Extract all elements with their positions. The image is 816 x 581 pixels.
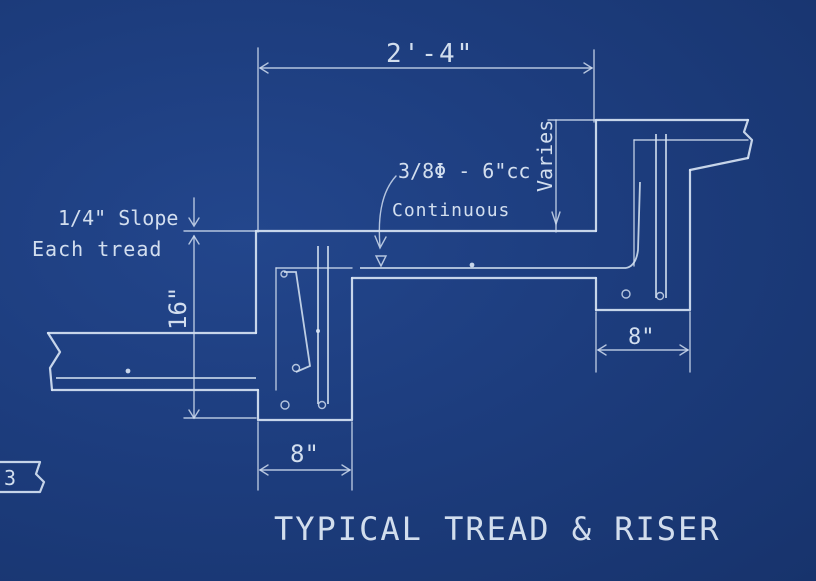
- dim-varies-arrows: [551, 211, 561, 227]
- drawing-title: TYPICAL TREAD & RISER: [274, 510, 721, 548]
- reinforcement: [56, 134, 667, 410]
- slope-note-line1: 1/4" Slope: [58, 206, 178, 230]
- left-curved-bar: [284, 271, 311, 373]
- bar-dot: [125, 368, 131, 374]
- dim-8-right-arrows: [596, 344, 690, 356]
- bar-circle: [280, 400, 290, 410]
- dim-8-left-label: 8": [290, 440, 319, 468]
- break-mark-right: [742, 118, 754, 160]
- dim-8-left-ext: [257, 421, 353, 491]
- detail-ref-bracket: [0, 460, 46, 494]
- dim-overall-arrows: [258, 62, 594, 74]
- dim-riser-ext: [183, 230, 259, 419]
- bar-circle: [621, 289, 631, 299]
- right-vertical-bar: [655, 134, 667, 298]
- bar-circle: [655, 291, 665, 301]
- dim-slope-tick: [188, 197, 200, 228]
- dimensions: [183, 47, 691, 491]
- rebar-note-line1: 3/8Φ - 6"cc: [398, 159, 530, 183]
- riser-dim-label: 16": [164, 287, 192, 330]
- rebar-note-line2: Continuous: [392, 200, 510, 221]
- left-vertical-bar: [317, 246, 329, 404]
- annotations: 2'-4" Varies 3/8Φ - 6"cc Continuous 1/4"…: [4, 39, 721, 548]
- bar-circle: [280, 270, 288, 278]
- right-hook-bar: [625, 181, 641, 269]
- bar-dot: [469, 262, 475, 268]
- slope-note-line2: Each tread: [32, 237, 162, 261]
- left-pocket-wall: [256, 276, 354, 422]
- dim-8-left-arrows: [258, 464, 352, 476]
- bar-circle: [291, 363, 301, 373]
- break-mark-left: [46, 331, 62, 392]
- slope-marker: [374, 255, 388, 268]
- dim-overall-label: 2'-4": [386, 39, 474, 69]
- upper-soffit: [688, 156, 750, 172]
- bar-circle: [317, 400, 327, 410]
- stair-outline: [46, 118, 754, 422]
- bar-dot: [316, 329, 320, 333]
- dim-8-right-label: 8": [628, 325, 655, 350]
- varies-label: Varies: [533, 120, 557, 192]
- upper-inner: [594, 168, 692, 312]
- rebar-leader: [374, 175, 397, 250]
- detail-ref-number: 3: [4, 466, 16, 490]
- detail-ref-mark: [0, 460, 46, 494]
- dim-8-right-ext: [595, 311, 691, 373]
